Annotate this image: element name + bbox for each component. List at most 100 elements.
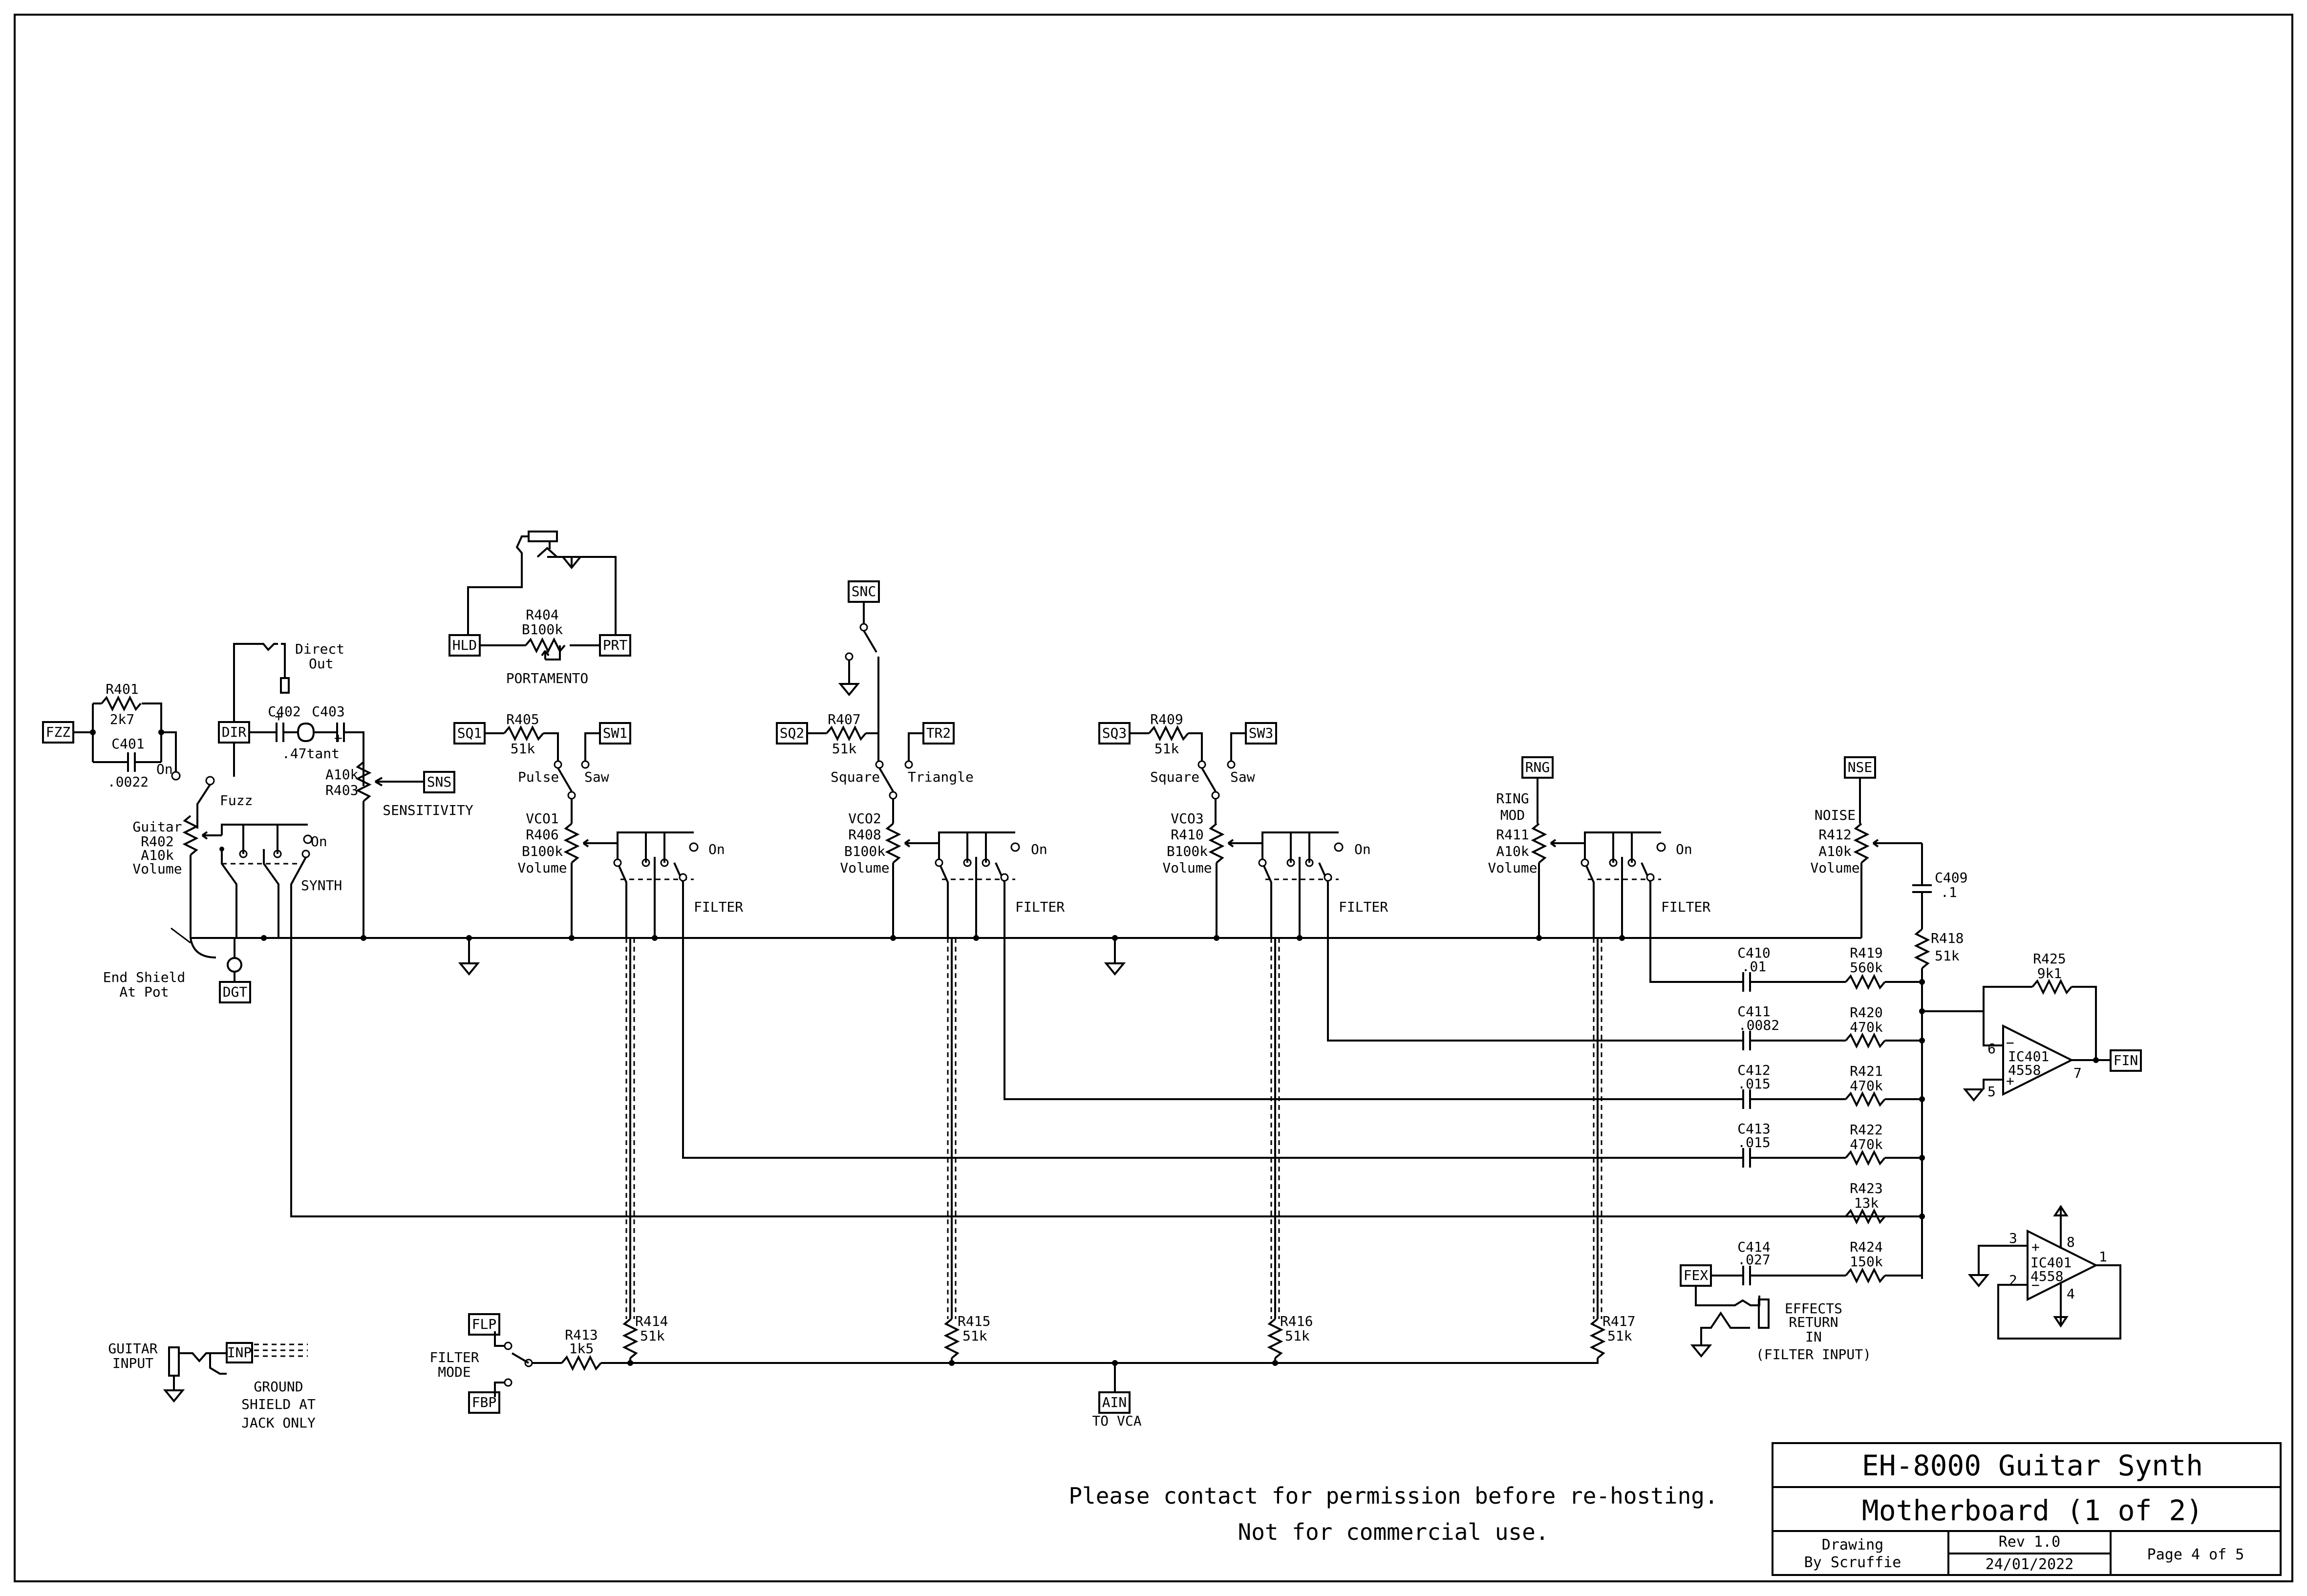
svg-text:1: 1 [2099, 1249, 2107, 1265]
svg-text:Volume: Volume [517, 860, 567, 876]
svg-text:At Pot: At Pot [119, 984, 169, 1000]
input-section: FZZ R401 2k7 C401 .0022 On DIR Direct Ou… [42, 641, 473, 1003]
svg-text:R405: R405 [506, 711, 539, 727]
svg-text:VCO2: VCO2 [848, 810, 881, 827]
mixer-lines: C410 .01 R419 560k C411 .0082 R420 470k … [290, 938, 1925, 1362]
svg-text:Triangle: Triangle [908, 769, 974, 785]
svg-text:VCO1: VCO1 [526, 810, 558, 827]
notice-line1: Please contact for permission before re-… [1068, 1483, 1718, 1509]
svg-text:1k5: 1k5 [569, 1341, 594, 1357]
svg-text:51k: 51k [832, 741, 857, 757]
svg-text:R411: R411 [1496, 827, 1529, 843]
svg-text:B100k: B100k [844, 843, 885, 859]
svg-text:On: On [1354, 841, 1371, 857]
svg-text:51k: 51k [1285, 1328, 1310, 1344]
svg-text:SQ2: SQ2 [780, 725, 805, 741]
sheet-border [14, 14, 2293, 1582]
svg-text:R412: R412 [1818, 827, 1851, 843]
svg-text:+: + [2031, 1239, 2040, 1255]
c403-label: C403 [312, 703, 344, 720]
c412: C412 .015 [1737, 1062, 1771, 1110]
filter-mode-section: R414 51k R415 51k R416 51k R417 51k R413… [429, 938, 1635, 1429]
svg-text:TR2: TR2 [926, 725, 951, 741]
svg-text:SQ3: SQ3 [1102, 725, 1127, 741]
svg-text:51k: 51k [511, 741, 535, 757]
ic401-unit2: + − IC401 4558 3 2 1 8 4 [1969, 1205, 2121, 1340]
guitar-input-label: GUITAR [108, 1341, 157, 1357]
r402-label: Guitar [132, 819, 182, 835]
svg-text:Square: Square [831, 769, 880, 785]
svg-text:C410: C410 [1737, 945, 1770, 961]
svg-text:7: 7 [2073, 1065, 2082, 1081]
svg-text:.01: .01 [1742, 958, 1767, 975]
svg-text:B100k: B100k [1167, 843, 1208, 859]
svg-text:R410: R410 [1171, 827, 1203, 843]
svg-text:MOD: MOD [1500, 807, 1525, 823]
svg-text:On: On [156, 761, 173, 777]
svg-text:RETURN: RETURN [1789, 1314, 1838, 1330]
svg-text:R407: R407 [828, 711, 860, 727]
svg-text:NSE: NSE [1848, 759, 1873, 775]
svg-text:.0022: .0022 [107, 774, 149, 790]
svg-text:+: + [334, 730, 342, 746]
connector-sq1: SQ1 [453, 722, 486, 745]
svg-text:Volume: Volume [840, 860, 889, 876]
end-shield-label: End Shield [103, 969, 186, 985]
svg-text:SNS: SNS [427, 774, 452, 790]
svg-text:IC401: IC401 [2030, 1255, 2072, 1271]
connector-sq2: SQ2 [776, 722, 808, 745]
svg-text:R419: R419 [1850, 945, 1882, 961]
svg-text:DIR: DIR [222, 724, 247, 740]
svg-text:B100k: B100k [522, 621, 563, 638]
svg-text:R417: R417 [1602, 1313, 1635, 1329]
svg-text:DGT: DGT [223, 984, 248, 1000]
svg-text:B100k: B100k [522, 843, 563, 859]
svg-text:FIN: FIN [2114, 1052, 2138, 1068]
connector-sq3: SQ3 [1098, 722, 1131, 745]
svg-text:Saw: Saw [584, 769, 609, 785]
svg-text:R406: R406 [526, 827, 558, 843]
svg-text:Drawing: Drawing [1822, 1536, 1883, 1553]
svg-text:On: On [1676, 841, 1692, 857]
svg-text:Volume: Volume [1162, 860, 1212, 876]
svg-text:Square: Square [1150, 769, 1199, 785]
direct-out-label: Direct [295, 641, 344, 657]
svg-text:Saw: Saw [1230, 769, 1255, 785]
connector-dgt: DGT [219, 981, 251, 1003]
svg-text:SNC: SNC [852, 583, 876, 599]
svg-text:470k: 470k [1850, 1136, 1883, 1152]
svg-text:560k: 560k [1850, 959, 1883, 976]
svg-text:.015: .015 [1737, 1134, 1770, 1150]
svg-text:FILTER: FILTER [1015, 899, 1065, 915]
svg-text:FLP: FLP [472, 1316, 497, 1332]
ringmod-section: RNG RING MOD R411 A10k Volume On FILTER [1488, 756, 1710, 938]
vco1-section: SQ1 R405 51k SW1 Pulse Saw VCO1 R406 B10… [453, 711, 743, 938]
svg-text:R403: R403 [325, 782, 358, 798]
svg-text:TO VCA: TO VCA [1092, 1413, 1141, 1429]
c402-label: C402 [268, 703, 300, 720]
svg-text:INPUT: INPUT [112, 1355, 153, 1371]
svg-text:Fuzz: Fuzz [220, 792, 253, 809]
connector-fbp: FBP [468, 1391, 500, 1414]
svg-text:5: 5 [1987, 1084, 1996, 1100]
svg-text:IN: IN [1805, 1329, 1822, 1345]
svg-text:FILTER: FILTER [694, 899, 743, 915]
svg-text:On: On [311, 833, 327, 850]
svg-text:JACK ONLY: JACK ONLY [241, 1415, 316, 1431]
svg-text:FILTER: FILTER [429, 1349, 479, 1365]
svg-text:R402: R402 [141, 833, 173, 850]
svg-text:A10k: A10k [141, 847, 174, 863]
svg-text:R416: R416 [1280, 1313, 1313, 1329]
svg-text:13k: 13k [1854, 1195, 1879, 1211]
svg-text:R415: R415 [958, 1313, 990, 1329]
svg-text:SYNTH: SYNTH [301, 877, 342, 894]
guitar-input-jack: GUITAR INPUT INP GROUND SHIELD AT JACK O… [108, 1341, 316, 1431]
svg-text:+: + [275, 708, 283, 724]
svg-text:Volume: Volume [1488, 860, 1537, 876]
svg-text:R409: R409 [1150, 711, 1183, 727]
svg-text:R418: R418 [1931, 930, 1964, 946]
c411: C411 .0082 [1737, 1003, 1779, 1051]
svg-text:24/01/2022: 24/01/2022 [1986, 1556, 2074, 1573]
svg-text:9k1: 9k1 [2037, 965, 2062, 981]
connector-inp: INP [226, 1342, 253, 1363]
